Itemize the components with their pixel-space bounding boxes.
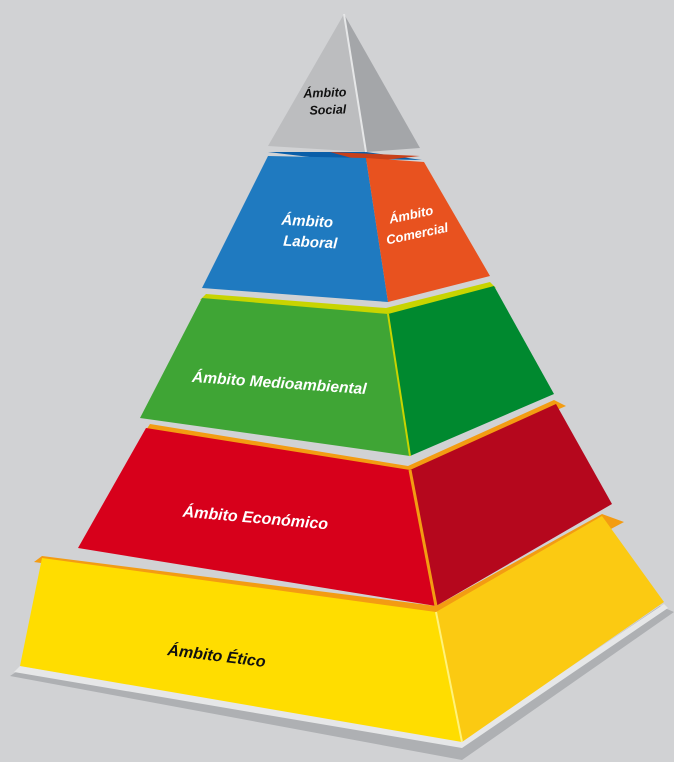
level-etico — [20, 514, 664, 743]
label-social-line1: Ámbito — [302, 84, 347, 101]
label-social-line2: Social — [309, 102, 347, 117]
level-economico-front — [78, 428, 436, 606]
level-comercial-top — [330, 152, 420, 162]
level-medioambiental — [140, 282, 554, 457]
level-etico-side — [436, 516, 664, 742]
level-social-front — [268, 14, 366, 152]
level-medioambiental-side — [388, 286, 554, 456]
level-social-side — [344, 14, 420, 152]
level-medioambiental-front — [140, 298, 410, 456]
level-comercial-side — [366, 158, 490, 302]
level-laboral-front — [202, 156, 388, 302]
level-economico-ledge — [146, 400, 566, 474]
label-laboral-line2: Laboral — [283, 233, 339, 253]
pyramid-base-shadow — [10, 606, 674, 760]
level-economico — [78, 400, 612, 607]
label-laboral-line1: Ámbito — [280, 212, 333, 232]
level-laboral-comercial — [202, 152, 490, 302]
level-economico-side — [410, 404, 612, 606]
level-social — [268, 13, 420, 153]
level-etico-front — [20, 558, 462, 742]
level-medioambiental-ledge — [200, 282, 496, 316]
